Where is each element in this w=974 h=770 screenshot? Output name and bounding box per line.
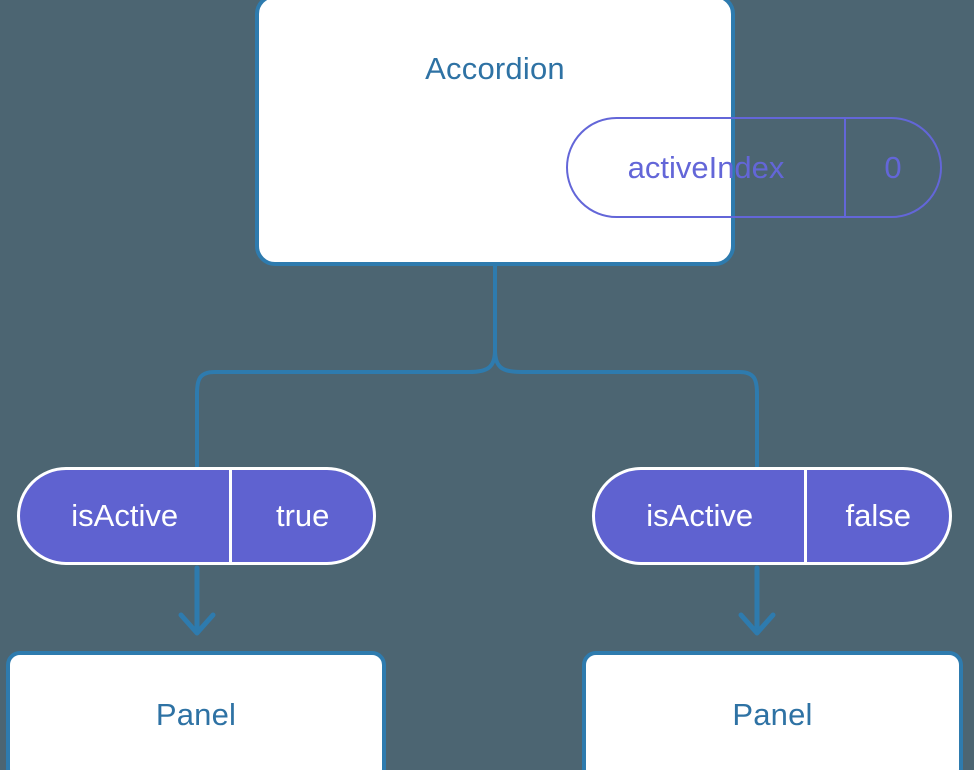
arrow-head-left-icon [178, 612, 216, 636]
accordion-node-card[interactable]: Accordion activeIndex 0 [255, 0, 942, 266]
accordion-state-value: 0 [844, 119, 940, 216]
right-branch-prop-value: false [804, 470, 949, 562]
left-panel-title: Panel [155, 697, 237, 732]
accordion-title: Accordion [425, 51, 565, 86]
accordion-state-pill[interactable]: activeIndex 0 [566, 117, 942, 218]
right-branch-prop-key: isActive [646, 498, 754, 533]
branch-connector-path-right [493, 264, 759, 469]
arrow-head-right-icon [738, 612, 776, 636]
branch-connector-path [195, 264, 497, 469]
right-panel-title: Panel [732, 697, 813, 732]
left-branch-prop-pill[interactable]: isActive true [17, 467, 376, 565]
accordion-state-key: activeIndex [627, 149, 785, 185]
left-branch-prop-value: true [229, 470, 373, 562]
right-branch-prop-pill[interactable]: isActive false [592, 467, 952, 565]
right-panel-node-card[interactable]: Panel [582, 651, 963, 770]
left-branch-prop-key: isActive [71, 498, 179, 533]
left-panel-node-card[interactable]: Panel [6, 651, 386, 770]
